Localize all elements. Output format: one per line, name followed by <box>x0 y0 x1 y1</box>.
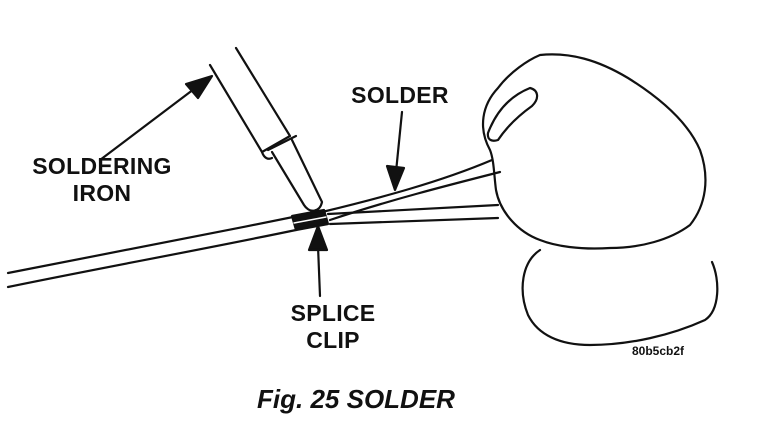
figure-caption: Fig. 25 SOLDER <box>257 384 455 414</box>
label-soldering-iron-line2: IRON <box>72 180 132 206</box>
iron-body <box>208 46 292 154</box>
leader-iron <box>98 84 200 162</box>
label-soldering-iron-line1: SOLDERING <box>32 153 172 179</box>
leader-solder <box>394 110 404 174</box>
leader-splice <box>316 244 322 298</box>
wire-lower <box>6 228 298 289</box>
label-splice-clip-line2: CLIP <box>306 327 360 353</box>
label-solder: SOLDER <box>351 82 449 108</box>
label-soldering-iron: SOLDERING IRON <box>14 153 190 207</box>
solder-wire-bottom <box>328 170 502 222</box>
label-splice-clip-line1: SPLICE <box>290 300 376 326</box>
figure-code: 80b5cb2f <box>632 344 685 358</box>
iron-neck <box>266 134 298 152</box>
finger <box>521 248 719 347</box>
arrowhead-splice <box>307 224 329 252</box>
arrowhead-iron <box>184 74 214 100</box>
wire-upper <box>6 214 300 275</box>
wire-right-lower <box>328 216 500 226</box>
iron-tip <box>270 138 324 212</box>
iron-tip-band <box>260 150 274 160</box>
label-splice-clip: SPLICE CLIP <box>268 300 398 354</box>
thumb <box>482 53 707 250</box>
solder-wire-top <box>320 158 494 214</box>
thumbnail <box>486 86 539 142</box>
arrowhead-solder <box>385 164 406 192</box>
